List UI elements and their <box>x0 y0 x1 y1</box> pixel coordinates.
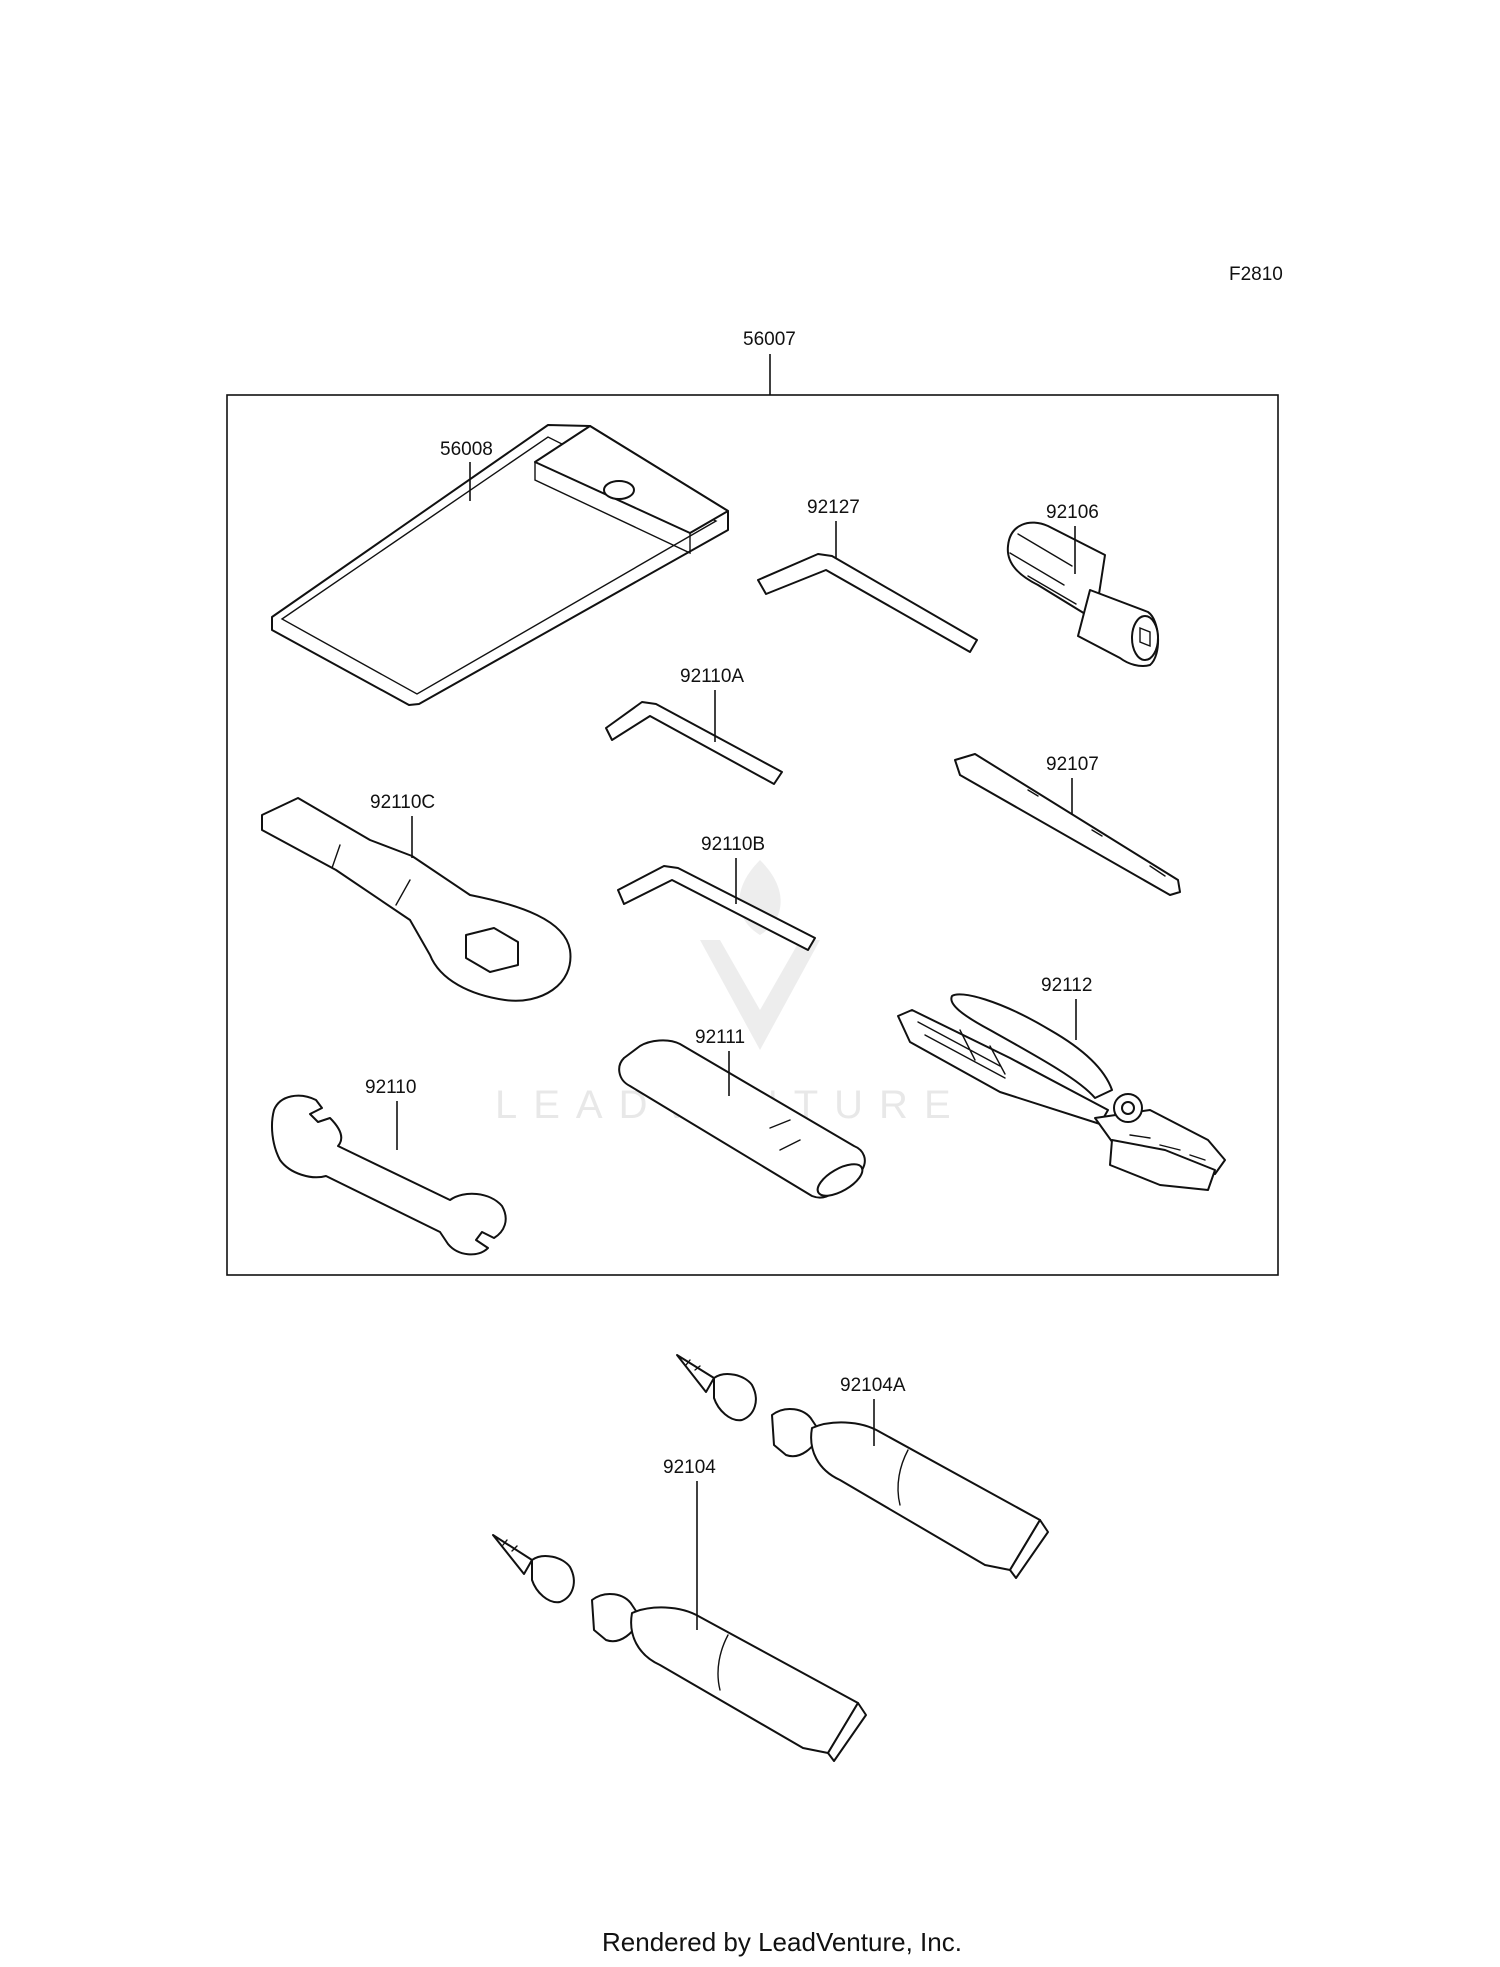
figure-code: F2810 <box>1229 264 1283 285</box>
grease-tube <box>492 1534 867 1762</box>
screwdriver-bit <box>954 753 1181 896</box>
label-hex-key-a: 92110A <box>680 666 744 687</box>
handle-bar <box>618 1039 866 1199</box>
footer-credit: Rendered by LeadVenture, Inc. <box>602 1927 962 1957</box>
label-hex-key-b: 92110B <box>701 834 765 855</box>
ring-wrench <box>261 797 572 1002</box>
label-screwdriver-bit: 92107 <box>1046 754 1099 775</box>
label-open-wrench: 92110 <box>365 1077 416 1098</box>
hex-key-b <box>617 865 816 951</box>
open-wrench <box>271 1094 507 1256</box>
label-grease-tube-a: 92104A <box>840 1375 906 1396</box>
label-pliers: 92112 <box>1041 975 1092 996</box>
label-ring-wrench: 92110C <box>370 792 435 813</box>
label-hex-key-long: 92127 <box>807 497 860 518</box>
hex-key-long <box>757 553 978 653</box>
label-grease-tube: 92104 <box>663 1457 716 1478</box>
hex-key-a <box>605 701 783 785</box>
kit-frame <box>226 394 1279 1276</box>
label-handle: 92111 <box>695 1027 745 1048</box>
pliers <box>897 993 1226 1191</box>
kit-label: 56007 <box>743 329 796 350</box>
label-pouch: 56008 <box>440 439 493 460</box>
label-bit-holder: 92106 <box>1046 502 1099 523</box>
watermark-logo <box>700 940 820 1050</box>
bit-holder <box>1006 521 1160 668</box>
grease-tube-a <box>676 1354 1049 1579</box>
tool-pouch <box>271 424 729 706</box>
